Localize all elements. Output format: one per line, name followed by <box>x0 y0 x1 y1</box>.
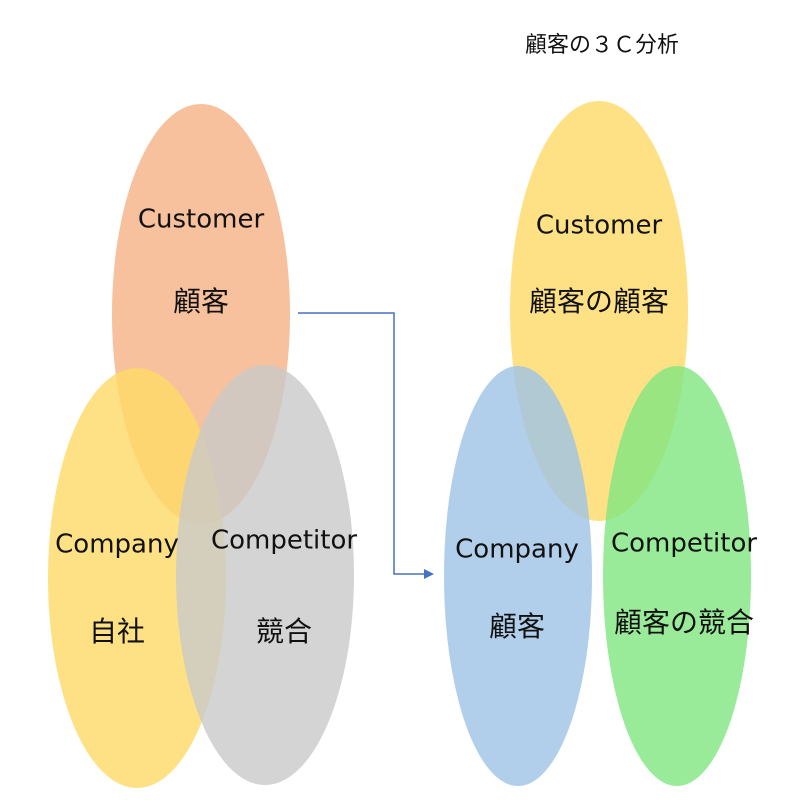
right-company-en-label: Company <box>455 535 579 565</box>
right-customer-en-label: Customer <box>536 211 663 241</box>
left-competitor-jp-label: 競合 <box>256 615 312 648</box>
right-competitor-circle <box>603 366 751 786</box>
page-title: 顧客の３Ｃ分析 <box>525 33 679 58</box>
left-venn: Customer 顧客 Company 自社 Competitor 競合 <box>48 104 357 788</box>
left-customer-en-label: Customer <box>138 205 265 235</box>
left-competitor-en-label: Competitor <box>211 526 357 556</box>
left-customer-jp-label: 顧客 <box>173 285 229 318</box>
left-company-jp-label: 自社 <box>89 615 145 648</box>
right-competitor-jp-label: 顧客の競合 <box>614 606 754 639</box>
left-competitor-circle <box>176 365 354 785</box>
left-company-circle <box>48 368 226 788</box>
right-company-circle <box>444 366 592 786</box>
right-customer-jp-label: 顧客の顧客 <box>529 285 669 318</box>
right-competitor-en-label: Competitor <box>611 529 757 559</box>
right-company-jp-label: 顧客 <box>489 610 545 643</box>
right-venn: Customer 顧客の顧客 Company 顧客 Competitor 顧客の… <box>444 101 757 786</box>
connector-arrow <box>298 312 434 579</box>
left-company-en-label: Company <box>55 530 179 560</box>
